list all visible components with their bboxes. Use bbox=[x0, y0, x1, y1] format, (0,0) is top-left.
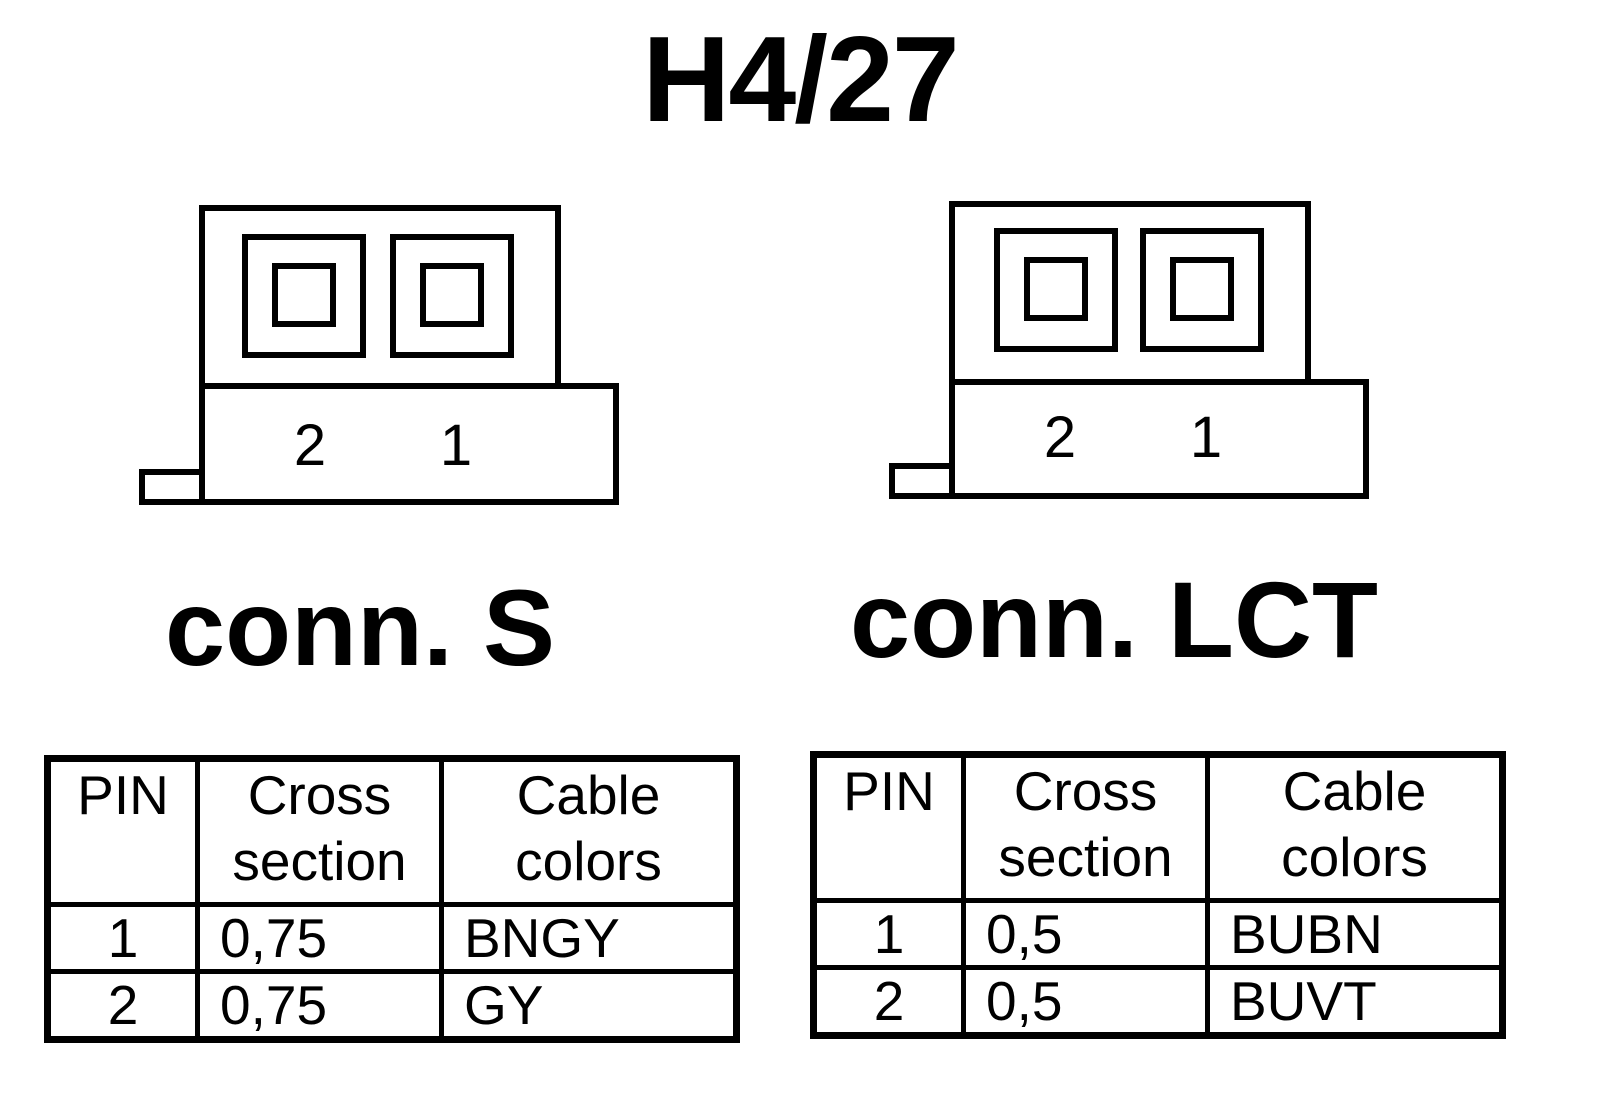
connector-lct-pin-table: PIN Cross section Cable colors 1 0,5 BUB… bbox=[810, 751, 1506, 1039]
cable-colors-header: Cable colors bbox=[439, 756, 739, 907]
connector-s-housing-bottom bbox=[199, 383, 619, 505]
connector-s-drawing: 2 1 bbox=[139, 205, 619, 505]
connector-lct-pin-label-2: 2 bbox=[1044, 405, 1076, 470]
diagram-title: H4/27 bbox=[642, 11, 960, 147]
pin-cell: 2 bbox=[45, 969, 200, 1042]
connector-lct-drawing: 2 1 bbox=[889, 201, 1369, 499]
cable-colors-header: Cable colors bbox=[1205, 752, 1505, 903]
cross-section-cell: 0,75 bbox=[195, 969, 444, 1042]
connector-s-label: conn. S bbox=[165, 567, 556, 688]
connector-lct-housing-bottom bbox=[949, 379, 1369, 499]
cross-section-cell: 0,5 bbox=[961, 965, 1210, 1038]
connector-s-terminal-1 bbox=[420, 263, 484, 327]
connector-lct-terminal-1 bbox=[1170, 257, 1234, 321]
pin-header: PIN bbox=[811, 752, 966, 903]
table-header-row: PIN Cross section Cable colors bbox=[811, 752, 1505, 903]
pin-header: PIN bbox=[45, 756, 200, 907]
table-row: 2 0,75 GY bbox=[45, 969, 739, 1042]
table-row: 1 0,5 BUBN bbox=[811, 898, 1505, 970]
table-row: 2 0,5 BUVT bbox=[811, 965, 1505, 1038]
connector-lct-cavity-1 bbox=[1140, 228, 1264, 352]
connector-s-pin-label-1: 1 bbox=[440, 413, 472, 478]
cable-colors-cell: BUBN bbox=[1205, 898, 1505, 970]
connector-lct-terminal-2 bbox=[1024, 257, 1088, 321]
pin-cell: 1 bbox=[45, 902, 200, 974]
connector-lct-label: conn. LCT bbox=[850, 559, 1378, 680]
connector-s-cavity-1 bbox=[390, 234, 514, 358]
cable-colors-cell: BNGY bbox=[439, 902, 739, 974]
connector-lct-cavity-2 bbox=[994, 228, 1118, 352]
table-row: 1 0,75 BNGY bbox=[45, 902, 739, 974]
connector-s-terminal-2 bbox=[272, 263, 336, 327]
connector-s-housing-top bbox=[199, 205, 561, 389]
cross-section-cell: 0,75 bbox=[195, 902, 444, 974]
connector-lct-pin-label-1: 1 bbox=[1190, 405, 1222, 470]
pin-cell: 2 bbox=[811, 965, 966, 1038]
cable-colors-cell: GY bbox=[439, 969, 739, 1042]
connector-s-pin-label-2: 2 bbox=[294, 413, 326, 478]
cable-colors-cell: BUVT bbox=[1205, 965, 1505, 1038]
cross-section-cell: 0,5 bbox=[961, 898, 1210, 970]
connector-s-latch bbox=[139, 469, 205, 505]
connector-lct-latch bbox=[889, 463, 955, 499]
table-header-row: PIN Cross section Cable colors bbox=[45, 756, 739, 907]
cross-section-header: Cross section bbox=[195, 756, 444, 907]
connector-lct-housing-top bbox=[949, 201, 1311, 385]
pin-cell: 1 bbox=[811, 898, 966, 970]
cross-section-header: Cross section bbox=[961, 752, 1210, 903]
connector-s-cavity-2 bbox=[242, 234, 366, 358]
connector-s-pin-table: PIN Cross section Cable colors 1 0,75 BN… bbox=[44, 755, 740, 1043]
